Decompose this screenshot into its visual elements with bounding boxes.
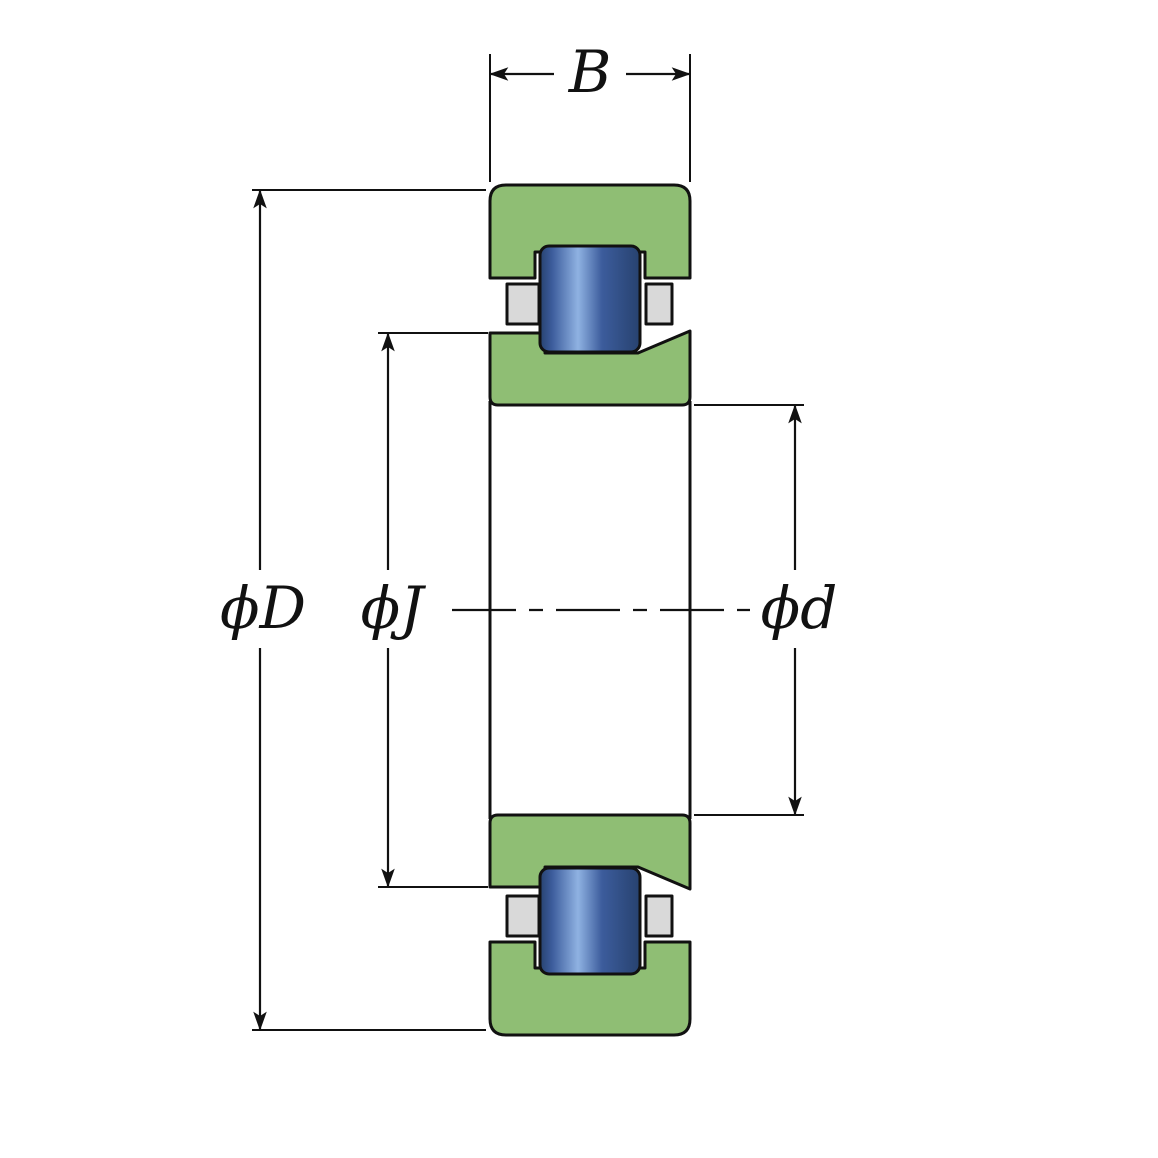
cage-bar-bottom-left [505, 894, 541, 938]
inner-ring-bottom-section [488, 813, 692, 891]
dimension-outer-diameter-D: ϕD [210, 189, 486, 1031]
cage-bar-top-right [644, 282, 674, 326]
label-mask-B [554, 42, 626, 104]
label-B: B [568, 38, 612, 106]
outer-ring-top-section [488, 183, 692, 280]
label-phi-d: ϕd [761, 574, 838, 642]
bearing-bottom-section [488, 813, 692, 1037]
roller-bottom [538, 866, 642, 976]
dimension-width-B: B [489, 38, 691, 182]
label-mask-J [342, 570, 438, 648]
label-mask-D [210, 570, 314, 648]
cage-bar-top-left [505, 282, 541, 326]
inner-ring-top-section [488, 329, 692, 407]
outer-ring-bottom-section [488, 940, 692, 1037]
cage-bar-bottom-right [644, 894, 674, 938]
label-mask-d [750, 570, 844, 648]
dimension-flange-diameter-J: ϕJ [342, 332, 488, 888]
dimension-bore-diameter-d: ϕd [694, 404, 844, 816]
label-phi-D: ϕD [220, 574, 306, 642]
label-phi-J: ϕJ [361, 574, 427, 642]
bearing-top-section [488, 183, 692, 407]
roller-top [538, 244, 642, 354]
